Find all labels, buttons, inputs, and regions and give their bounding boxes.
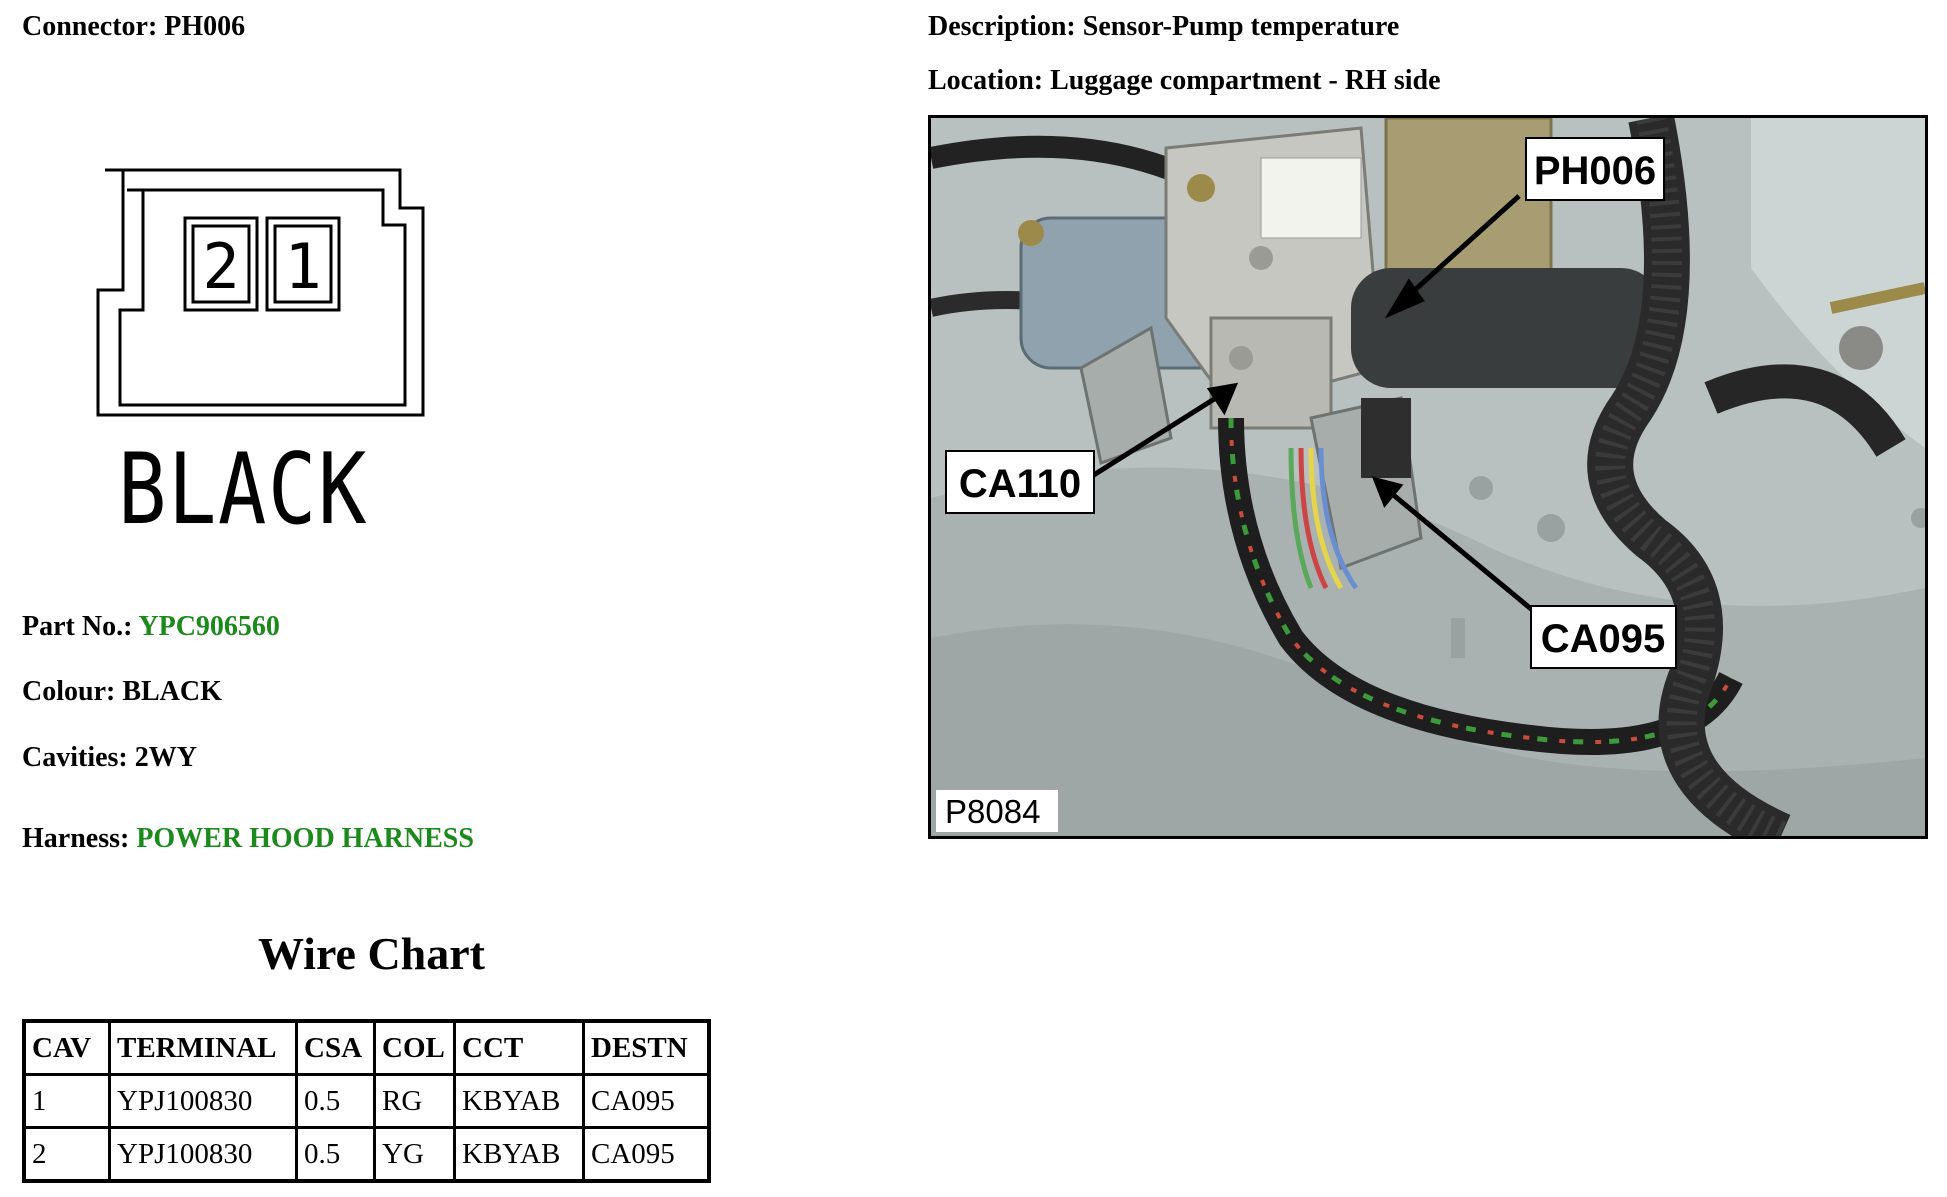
header-cav: CAV (22, 1019, 111, 1076)
location-photo-illustration: PH006 CA110 CA095 P8084 (931, 118, 1925, 836)
cell-terminal: YPJ100830 (108, 1126, 298, 1183)
cell-terminal: YPJ100830 (108, 1073, 298, 1129)
wire-chart-title: Wire Chart (258, 928, 485, 979)
part-no-link[interactable]: YPC906560 (138, 611, 280, 642)
connector-value: PH006 (164, 11, 246, 42)
header-cct: CCT (453, 1019, 585, 1076)
wire-chart-table: CAV TERMINAL CSA COL CCT DESTN 1 YPJ1008… (22, 1019, 711, 1183)
cell-col: YG (373, 1126, 456, 1183)
connector-pinout-diagram: 2 1 (96, 168, 425, 417)
header-csa: CSA (295, 1019, 376, 1076)
diagram-color-text: BLACK (118, 433, 369, 547)
colour-label: Colour: (22, 676, 116, 707)
cell-destn: CA095 (582, 1126, 711, 1183)
location-photo: PH006 CA110 CA095 P8084 (928, 115, 1928, 839)
description-field: Description: Sensor-Pump temperature (928, 10, 1399, 44)
location-value: Luggage compartment - RH side (1050, 65, 1441, 96)
description-value: Sensor-Pump temperature (1082, 11, 1400, 42)
cell-cct: KBYAB (453, 1126, 585, 1183)
callout-arrows (1087, 194, 1538, 615)
table-row: 1 YPJ100830 0.5 RG KBYAB CA095 (22, 1073, 711, 1129)
cavity-2: 2 (183, 216, 259, 312)
cell-cav: 2 (22, 1126, 111, 1183)
cell-csa: 0.5 (295, 1126, 376, 1183)
callout-ca110: CA110 (945, 450, 1095, 514)
cavities-value: 2WY (134, 742, 197, 773)
harness-field: Harness: POWER HOOD HARNESS (22, 822, 474, 856)
cell-destn: CA095 (582, 1073, 711, 1129)
description-label: Description: (928, 11, 1076, 42)
cavity-2-label: 2 (202, 230, 239, 303)
cell-col: RG (373, 1073, 456, 1129)
table-header-row: CAV TERMINAL CSA COL CCT DESTN (22, 1019, 711, 1076)
callout-ca095-label: CA095 (1541, 617, 1666, 661)
callout-ph006-label: PH006 (1534, 149, 1656, 193)
cavity-1: 1 (265, 216, 341, 312)
callout-ph006: PH006 (1525, 137, 1665, 201)
connector-field: Connector: PH006 (22, 10, 245, 44)
part-no-field: Part No.: YPC906560 (22, 610, 280, 644)
cavities-field: Cavities: 2WY (22, 741, 197, 775)
callout-ca095: CA095 (1530, 605, 1677, 669)
colour-field: Colour: BLACK (22, 675, 222, 709)
cell-csa: 0.5 (295, 1073, 376, 1129)
header-destn: DESTN (582, 1019, 711, 1076)
colour-value: BLACK (122, 676, 222, 707)
callout-ca110-label: CA110 (959, 462, 1081, 506)
header-terminal: TERMINAL (108, 1019, 298, 1076)
location-field: Location: Luggage compartment - RH side (928, 64, 1441, 98)
harness-link[interactable]: POWER HOOD HARNESS (136, 823, 474, 854)
location-label: Location: (928, 65, 1044, 96)
cavity-1-label: 1 (284, 230, 321, 303)
harness-label: Harness: (22, 823, 130, 854)
cell-cav: 1 (22, 1073, 111, 1129)
table-row: 2 YPJ100830 0.5 YG KBYAB CA095 (22, 1126, 711, 1183)
cell-cct: KBYAB (453, 1073, 585, 1129)
header-col: COL (373, 1019, 456, 1076)
figure-id-tag: P8084 (936, 790, 1058, 832)
figure-id: P8084 (945, 793, 1040, 830)
cavities-label: Cavities: (22, 742, 128, 773)
part-no-label: Part No.: (22, 611, 133, 642)
connector-label: Connector: (22, 11, 158, 42)
